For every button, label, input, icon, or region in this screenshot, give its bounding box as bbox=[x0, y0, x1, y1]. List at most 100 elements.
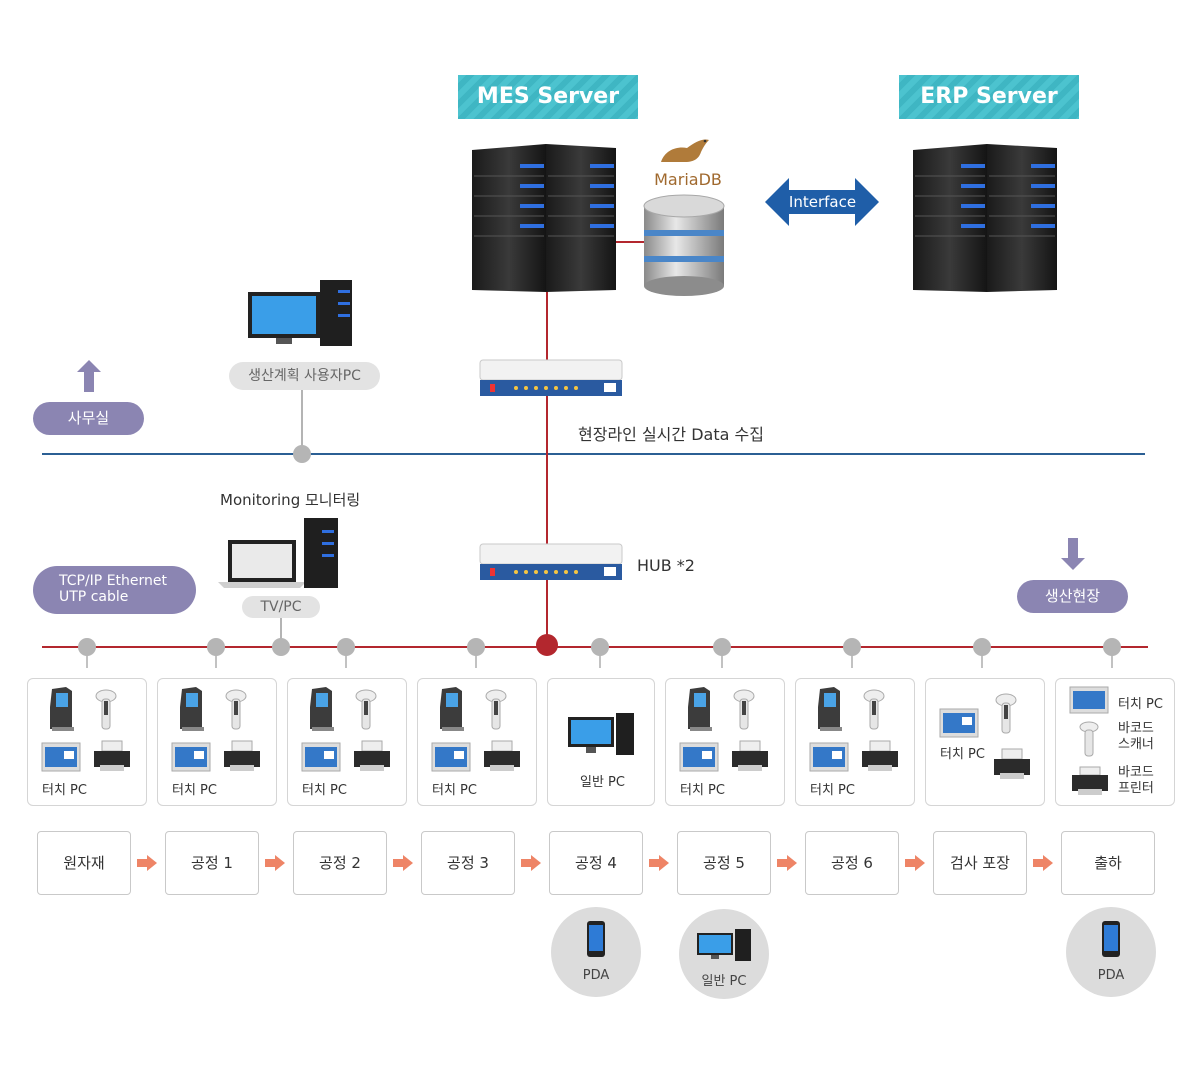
kiosk-icon bbox=[440, 687, 464, 731]
hub-junction-node bbox=[536, 634, 558, 656]
monitoring-label: Monitoring 모니터링 bbox=[220, 491, 361, 509]
interface-label: Interface bbox=[788, 193, 857, 211]
line-node bbox=[973, 638, 991, 656]
arrow-up-icon bbox=[77, 360, 101, 392]
device-card: 터치 PC bbox=[665, 678, 785, 806]
touch-pc-icon bbox=[809, 742, 849, 772]
barcode-scanner-icon bbox=[225, 689, 247, 730]
device-label: 터치 PC bbox=[432, 783, 477, 798]
pda-phone-icon bbox=[1102, 921, 1120, 957]
process-step: 원자재 bbox=[37, 831, 131, 895]
kiosk-icon bbox=[50, 687, 74, 731]
device-card: 터치 PC bbox=[417, 678, 537, 806]
flow-arrow-icon bbox=[265, 855, 285, 871]
device-card: 터치 PC bbox=[27, 678, 147, 806]
printer-icon bbox=[994, 748, 1030, 779]
pda-bubble: PDA bbox=[551, 907, 641, 997]
printer-label: 바코드 프린터 bbox=[1118, 765, 1154, 796]
mariadb-seal-icon bbox=[661, 139, 709, 162]
laptop-tower-icon bbox=[218, 518, 338, 588]
device-label: 터치 PC bbox=[680, 783, 725, 798]
scanner-label: 바코드 스캐너 bbox=[1118, 721, 1154, 752]
flow-arrow-icon bbox=[777, 855, 797, 871]
general-pc-bubble: 일반 PC bbox=[679, 909, 769, 999]
barcode-scanner-icon bbox=[1079, 721, 1099, 757]
device-label: 터치 PC bbox=[42, 783, 87, 798]
printer-icon bbox=[484, 740, 520, 771]
printer-icon bbox=[354, 740, 390, 771]
switch-icon bbox=[479, 359, 623, 396]
device-card: 터치 PC bbox=[287, 678, 407, 806]
flow-arrow-icon bbox=[1033, 855, 1053, 871]
touch-pc-icon bbox=[301, 742, 341, 772]
line-node bbox=[591, 638, 609, 656]
erp-server-icon bbox=[913, 144, 1057, 292]
planning-pc-label: 생산계획 사용자PC bbox=[229, 362, 380, 390]
barcode-scanner-icon bbox=[485, 689, 507, 730]
touch-pc-icon bbox=[431, 742, 471, 772]
pda-bubble: PDA bbox=[1066, 907, 1156, 997]
device-label: 터치 PC bbox=[940, 747, 985, 762]
barcode-scanner-icon bbox=[863, 689, 885, 730]
touch-pc-icon bbox=[679, 742, 719, 772]
pda-label: PDA bbox=[1097, 968, 1125, 983]
printer-icon bbox=[94, 740, 130, 771]
realtime-label: 현장라인 실시간 Data 수집 bbox=[578, 425, 764, 444]
pda-phone-icon bbox=[587, 921, 605, 957]
office-badge: 사무실 bbox=[33, 402, 144, 435]
device-label: 터치 PC bbox=[172, 783, 217, 798]
process-step: 출하 bbox=[1061, 831, 1155, 895]
hub-label: HUB *2 bbox=[637, 556, 695, 575]
process-step: 공정 6 bbox=[805, 831, 899, 895]
kiosk-icon bbox=[688, 687, 712, 731]
kiosk-icon bbox=[180, 687, 204, 731]
device-card: 터치 PC bbox=[157, 678, 277, 806]
printer-icon bbox=[732, 740, 768, 771]
mes-server-label: MES Server bbox=[458, 75, 638, 119]
device-label: 터치 PC bbox=[302, 783, 347, 798]
barcode-scanner-icon bbox=[355, 689, 377, 730]
process-step: 공정 4 bbox=[549, 831, 643, 895]
flow-arrow-icon bbox=[137, 855, 157, 871]
interface-arrow-icon bbox=[765, 178, 879, 226]
tvpc-label: TV/PC bbox=[242, 596, 320, 618]
touch-pc-label: 터치 PC bbox=[1118, 697, 1163, 712]
cable-badge: TCP/IP Ethernet UTP cable bbox=[33, 566, 196, 614]
floor-badge: 생산현장 bbox=[1017, 580, 1128, 613]
flow-arrow-icon bbox=[905, 855, 925, 871]
database-icon bbox=[643, 194, 725, 296]
process-step: 검사 포장 bbox=[933, 831, 1027, 895]
kiosk-icon bbox=[818, 687, 842, 731]
process-step: 공정 5 bbox=[677, 831, 771, 895]
barcode-scanner-icon bbox=[733, 689, 755, 730]
barcode-scanner-icon bbox=[995, 693, 1017, 734]
line-node bbox=[843, 638, 861, 656]
line-node bbox=[713, 638, 731, 656]
printer-icon bbox=[862, 740, 898, 771]
touch-pc-icon bbox=[171, 742, 211, 772]
line-node bbox=[78, 638, 96, 656]
touch-pc-icon bbox=[939, 708, 979, 738]
device-card: 터치 PC bbox=[795, 678, 915, 806]
kiosk-icon bbox=[310, 687, 334, 731]
desktop-pc-icon bbox=[248, 280, 352, 346]
device-label: 일반 PC bbox=[580, 775, 625, 790]
printer-icon bbox=[224, 740, 260, 771]
line-node bbox=[337, 638, 355, 656]
line-node bbox=[272, 638, 290, 656]
line-node bbox=[207, 638, 225, 656]
line-node bbox=[467, 638, 485, 656]
process-step: 공정 3 bbox=[421, 831, 515, 895]
general-pc-label: 일반 PC bbox=[701, 974, 747, 989]
desktop-pc-icon bbox=[568, 713, 634, 755]
flow-arrow-icon bbox=[521, 855, 541, 871]
cable-label: TCP/IP Ethernet UTP cable bbox=[59, 573, 167, 605]
process-step: 공정 2 bbox=[293, 831, 387, 895]
touch-pc-icon bbox=[41, 742, 81, 772]
hub-icon bbox=[479, 543, 623, 580]
erp-server-label: ERP Server bbox=[899, 75, 1079, 119]
touch-pc-icon bbox=[1069, 686, 1109, 714]
